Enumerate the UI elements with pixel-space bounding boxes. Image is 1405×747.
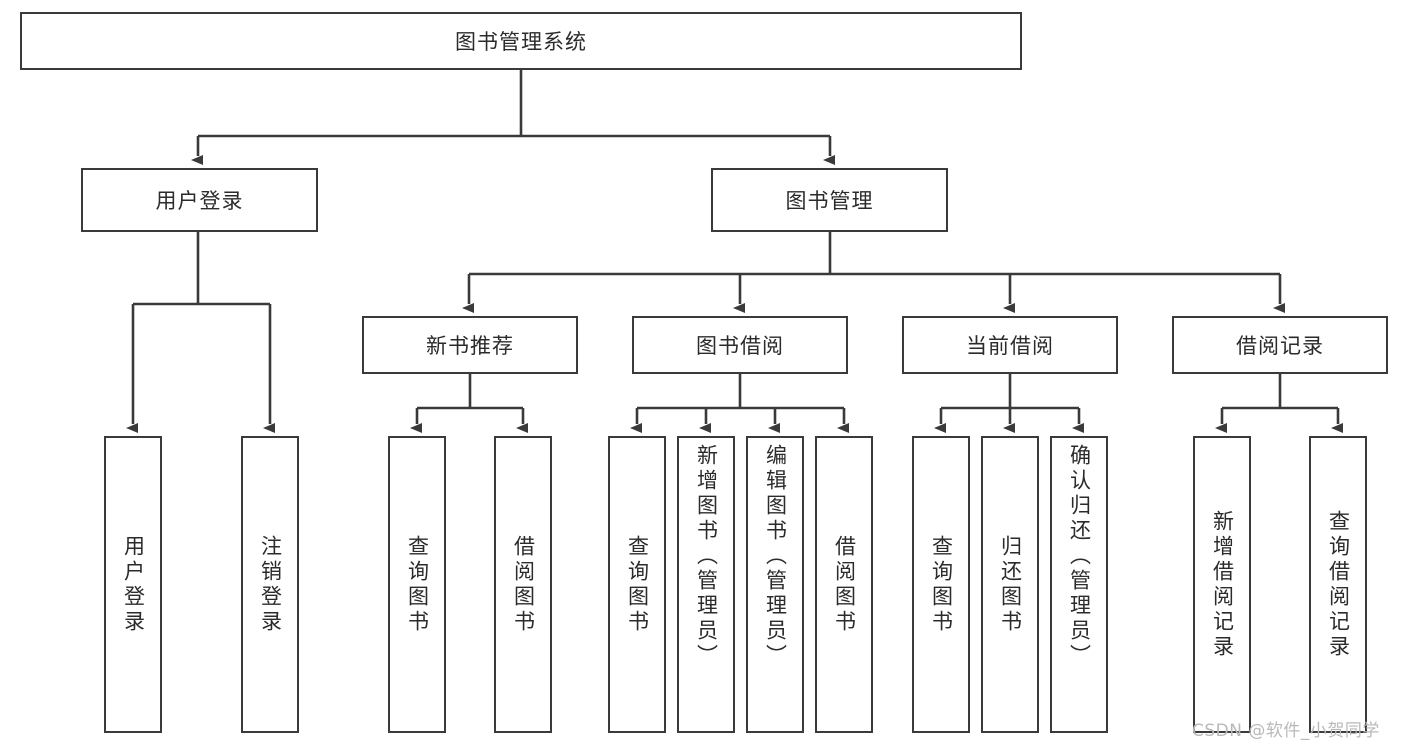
leaf-user-login-login-label: 用户登录 [121,534,146,635]
leaf-new-book-query-label: 查询图书 [405,534,430,635]
leaf-record-query[interactable]: 查询借阅记录 [1309,436,1367,733]
leaf-new-book-borrow-label: 借阅图书 [511,534,536,635]
leaf-borrow-add-book[interactable]: 新增图书（管理员） [677,436,735,733]
leaf-new-book-borrow[interactable]: 借阅图书 [494,436,552,733]
node-user-login-label: 用户登录 [155,189,244,213]
leaf-record-add-label: 新增借阅记录 [1210,509,1235,660]
leaf-borrow-edit-book-label: 编辑图书（管理员） [763,444,788,669]
leaf-borrow-borrow-book[interactable]: 借阅图书 [815,436,873,733]
leaf-borrow-add-book-label: 新增图书（管理员） [694,444,719,669]
node-book-borrow-label: 图书借阅 [696,334,784,358]
leaf-current-query-book[interactable]: 查询图书 [912,436,970,733]
node-borrow-record-label: 借阅记录 [1236,334,1324,358]
leaf-borrow-query-book[interactable]: 查询图书 [608,436,666,733]
node-current-borrow-label: 当前借阅 [966,334,1054,358]
leaf-current-confirm-return[interactable]: 确认归还（管理员） [1050,436,1108,733]
leaf-borrow-edit-book[interactable]: 编辑图书（管理员） [746,436,804,733]
node-new-book-recommend-label: 新书推荐 [426,334,514,358]
leaf-current-return-book[interactable]: 归还图书 [981,436,1039,733]
node-new-book-recommend[interactable]: 新书推荐 [362,316,578,374]
leaf-current-query-book-label: 查询图书 [929,534,954,635]
watermark: CSDN @软件_小贺同学 [1192,721,1380,741]
node-book-management-label: 图书管理 [785,189,874,213]
leaf-record-add[interactable]: 新增借阅记录 [1193,436,1251,733]
node-root-label: 图书管理系统 [455,30,587,54]
leaf-user-login-logout[interactable]: 注销登录 [241,436,299,733]
leaf-record-query-label: 查询借阅记录 [1326,509,1351,660]
node-root[interactable]: 图书管理系统 [20,12,1022,70]
leaf-borrow-borrow-book-label: 借阅图书 [832,534,857,635]
leaf-user-login-logout-label: 注销登录 [258,534,283,635]
node-user-login[interactable]: 用户登录 [81,168,318,232]
node-book-borrow[interactable]: 图书借阅 [632,316,848,374]
leaf-user-login-login[interactable]: 用户登录 [104,436,162,733]
leaf-borrow-query-book-label: 查询图书 [625,534,650,635]
node-borrow-record[interactable]: 借阅记录 [1172,316,1388,374]
node-current-borrow[interactable]: 当前借阅 [902,316,1118,374]
node-book-management[interactable]: 图书管理 [711,168,948,232]
leaf-new-book-query[interactable]: 查询图书 [388,436,446,733]
leaf-current-confirm-return-label: 确认归还（管理员） [1067,444,1092,669]
leaf-current-return-book-label: 归还图书 [998,534,1023,635]
